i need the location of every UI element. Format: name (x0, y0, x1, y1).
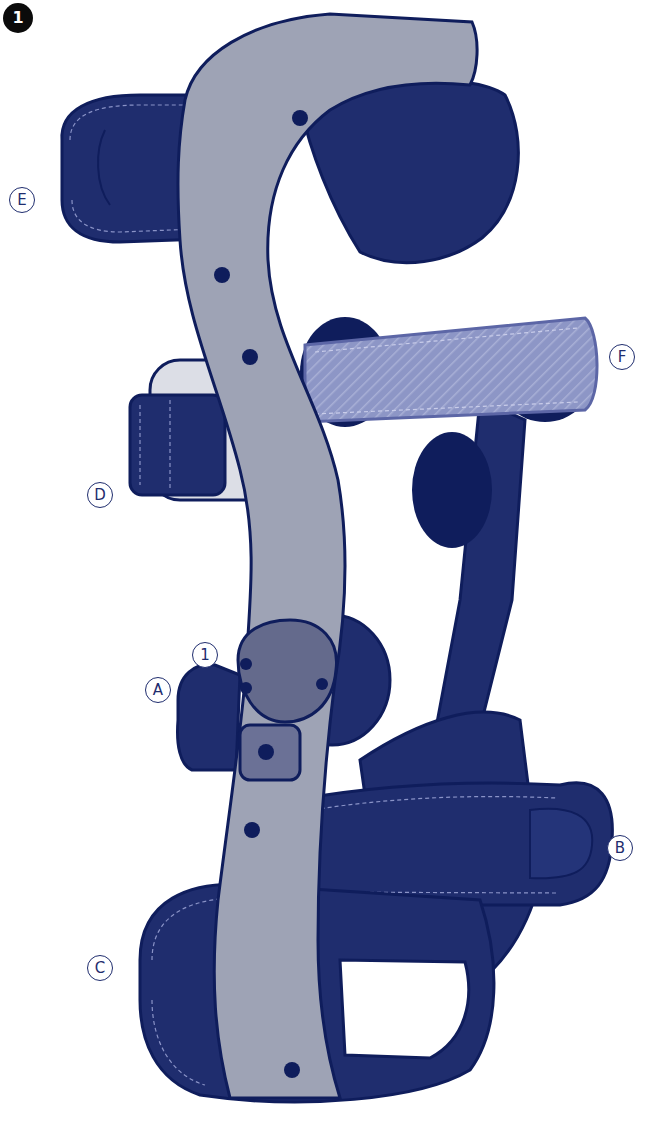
stitching (300, 797, 556, 893)
rivet (214, 267, 230, 283)
callout-letter: A (145, 677, 171, 703)
upper-strap (305, 318, 597, 422)
callout-letter: C (87, 955, 113, 981)
callout-letter: F (609, 344, 635, 370)
rivet (292, 110, 308, 126)
calf-strap (290, 783, 612, 905)
rivet (284, 1062, 300, 1078)
rivet (316, 678, 328, 690)
rivet (242, 349, 258, 365)
callout-letter: D (87, 482, 113, 508)
strap-fold (98, 130, 110, 205)
rivets (214, 110, 328, 1078)
stitching (140, 400, 170, 490)
rivet (244, 822, 260, 838)
rivet (240, 682, 252, 694)
strap-clip (240, 725, 300, 780)
rivet (258, 744, 274, 760)
hinge (238, 620, 337, 722)
frame-bar (178, 14, 477, 1098)
knee-strap (178, 665, 240, 770)
rivet (240, 658, 252, 670)
callout-letter: B (607, 835, 633, 861)
callout-letter: E (9, 187, 35, 213)
front-thigh-strap (130, 395, 225, 495)
stitching (315, 328, 578, 414)
knee-pad (412, 432, 492, 548)
cuff-opening (340, 960, 469, 1058)
callout-number: 1 (192, 642, 218, 668)
figure-number: 1 (3, 3, 33, 33)
strap-tab (530, 809, 592, 878)
